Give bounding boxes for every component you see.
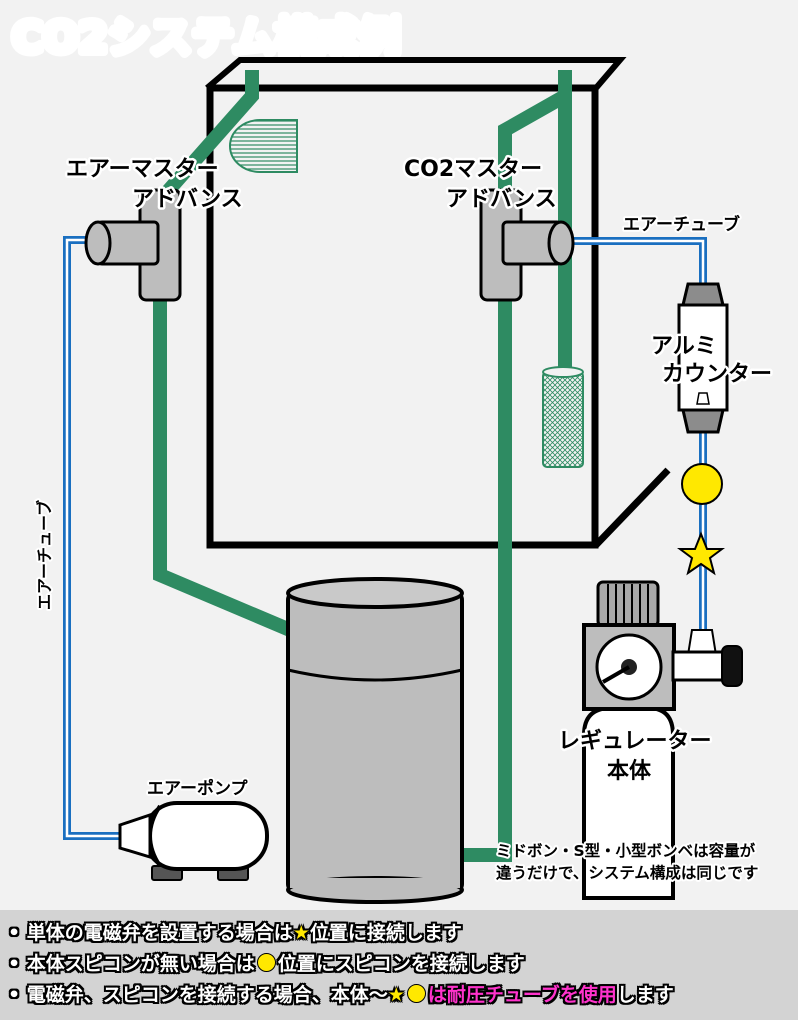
co2-master-label-line2: アドバンス xyxy=(446,187,557,212)
note-line-3: • 電磁弁、スピコンを接続する場合、本体～★ は耐圧チューブを使用します xyxy=(8,980,674,1007)
air-master-label-line2: アドバンス xyxy=(132,187,243,212)
bullet: • xyxy=(8,984,21,1006)
air-tube-top-label: エアーチューブ xyxy=(623,214,740,235)
air-master-label-line1: エアーマスター xyxy=(66,157,219,182)
filter-canister xyxy=(286,577,464,904)
co2-master-label-line1: CO2マスター xyxy=(404,157,542,182)
note-2-text-end: 位置にスピコンを接続します xyxy=(277,953,525,975)
aquarium-tank xyxy=(205,57,671,549)
cylinder-note-line1: ミドボン・S型・小型ボンベは容量が xyxy=(496,841,756,860)
air-tube-left-label: エアーチューブ xyxy=(35,500,54,610)
cylinder-note-line2: 違うだけで、システム構成は同じです xyxy=(496,863,758,882)
note-3-text-end: します xyxy=(616,984,674,1006)
co2-tube-right xyxy=(565,237,707,640)
air-tube-left xyxy=(63,236,125,840)
circle-icon xyxy=(406,984,426,1003)
page-title: CO2システム構成例 xyxy=(12,13,401,62)
regulator-label-line1: レギュレーター xyxy=(558,729,712,754)
note-3-text: 電磁弁、スピコンを接続する場合、本体～ xyxy=(26,984,388,1006)
regulator-body xyxy=(582,580,743,711)
star-marker-icon xyxy=(677,531,725,576)
co2-diffuser xyxy=(542,366,584,468)
note-2-text: 本体スピコンが無い場合は xyxy=(26,953,255,975)
notes-panel: • 単体の電磁弁を設置する場合は★位置に接続します • 本体スピコンが無い場合は… xyxy=(0,910,798,1020)
star-icon: ★ xyxy=(292,922,310,944)
circle-icon xyxy=(256,953,276,972)
air-master-advance xyxy=(84,188,182,302)
circle-marker-icon xyxy=(681,463,723,505)
aluminum-counter-label-line2: カウンター xyxy=(662,362,772,387)
air-pump-label: エアーポンプ xyxy=(147,778,248,799)
note-line-1: • 単体の電磁弁を設置する場合は★位置に接続します xyxy=(8,918,462,945)
note-1-text-end: 位置に接続します xyxy=(309,922,462,944)
bullet: • xyxy=(8,922,21,944)
aluminum-counter xyxy=(677,282,729,434)
regulator-label-line2: 本体 xyxy=(607,759,652,784)
shower-outlet xyxy=(229,119,298,173)
air-pump xyxy=(118,801,269,881)
aluminum-counter-label-line1: アルミ xyxy=(651,334,717,359)
bullet: • xyxy=(8,953,21,975)
note-1-text: 単体の電磁弁を設置する場合は xyxy=(26,922,293,944)
note-3-highlight: は耐圧チューブを使用 xyxy=(427,984,617,1006)
star-icon: ★ xyxy=(387,984,405,1006)
co2-master-advance xyxy=(479,188,575,302)
note-line-2: • 本体スピコンが無い場合は位置にスピコンを接続します xyxy=(8,949,525,976)
